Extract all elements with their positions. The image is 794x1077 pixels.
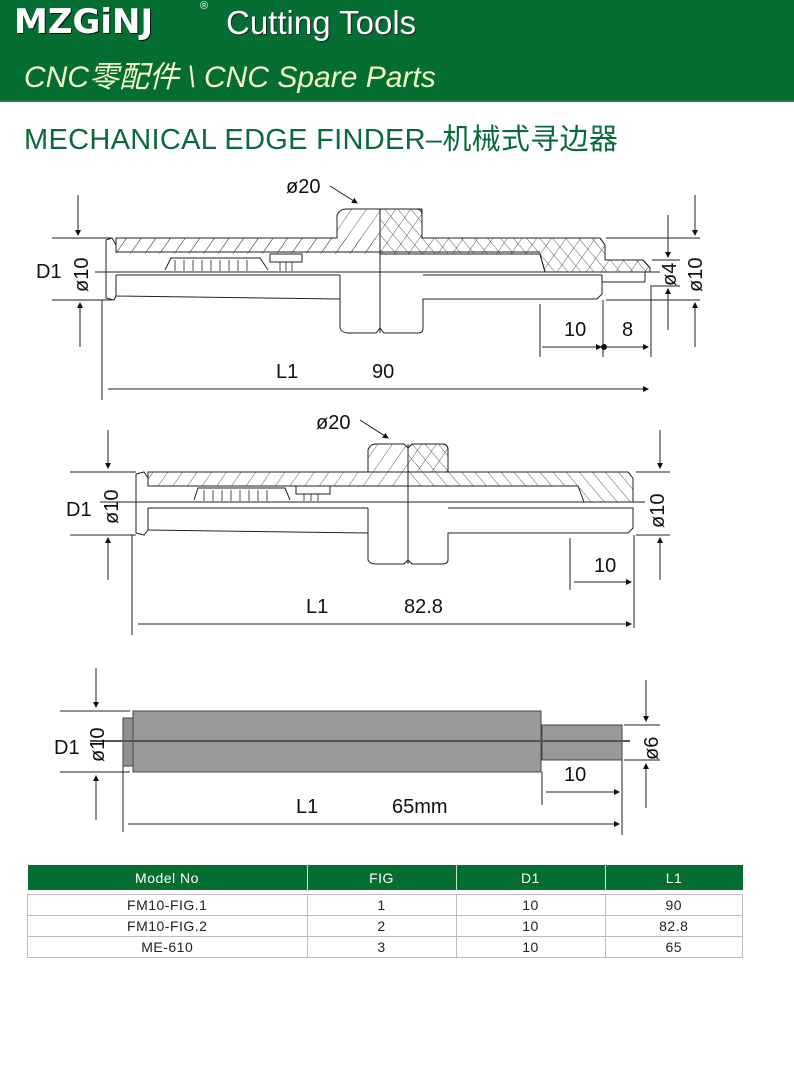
fig2-l1-label: L1 (306, 596, 328, 618)
cell-d1: 10 (455, 936, 606, 958)
fig2-l1-value: 82.8 (404, 596, 443, 618)
fig1-d1-label: D1 (36, 261, 62, 283)
figure-2-drawing: ø20 D1 ø10 ø10 10 L1 82.8 (66, 412, 670, 635)
fig2-dim-a: 10 (594, 555, 616, 577)
fig3-d1-label: D1 (54, 737, 80, 759)
fig1-head-diameter: ø20 (286, 176, 320, 198)
fig1-l1-value: 90 (372, 361, 394, 383)
fig2-head-diameter: ø20 (316, 412, 350, 434)
fig1-tip-outer-diameter: ø10 (685, 258, 707, 292)
cell-d1: 10 (455, 915, 606, 937)
figure-3-drawing: D1 ø10 ø6 10 L1 65mm (54, 668, 663, 835)
figure-1-drawing: ø20 D1 ø10 ø4 ø10 10 8 L1 90 (36, 176, 707, 400)
spec-table: Model No FIG D1 L1 FM10-FIG.1 1 10 90 FM… (27, 865, 743, 958)
brand-subtitle: CNC零配件 \ CNC Spare Parts (24, 61, 436, 94)
table-row: FM10-FIG.2 2 10 82.8 (27, 915, 743, 937)
fig2-tip-diameter: ø10 (647, 494, 669, 528)
cell-l1: 82.8 (604, 915, 743, 937)
col-model-no: Model No (27, 865, 308, 890)
cell-model: FM10-FIG.1 (27, 894, 308, 916)
fig3-d1-value: ø10 (87, 728, 109, 762)
registered-mark: ® (200, 0, 209, 12)
fig1-l1-label: L1 (276, 361, 298, 383)
fig3-l1-value: 65mm (392, 796, 448, 818)
cell-model: ME-610 (27, 936, 308, 958)
cell-l1: 65 (604, 936, 743, 958)
fig2-d1-value: ø10 (101, 490, 123, 524)
col-d1: D1 (456, 865, 606, 890)
table-row: ME-610 3 10 65 (27, 936, 743, 958)
brand-tagline: Cutting Tools (226, 4, 417, 41)
col-l1: L1 (605, 865, 743, 890)
brand-logo: MZGiNJ (14, 2, 154, 42)
cell-fig: 2 (306, 915, 457, 937)
page-title: MECHANICAL EDGE FINDER–机械式寻边器 (24, 124, 619, 156)
brand-header: MZGiNJ ® Cutting Tools CNC零配件 \ CNC Spar… (0, 0, 794, 102)
fig3-tip-diameter: ø6 (641, 737, 663, 760)
cell-l1: 90 (604, 894, 743, 916)
fig1-tip-diameter: ø4 (659, 263, 681, 286)
cell-fig: 1 (306, 894, 457, 916)
fig1-d1-value: ø10 (71, 258, 93, 292)
fig3-dim-a: 10 (564, 764, 586, 786)
cell-fig: 3 (306, 936, 457, 958)
table-row: FM10-FIG.1 1 10 90 (27, 894, 743, 916)
cell-model: FM10-FIG.2 (27, 915, 308, 937)
fig2-d1-label: D1 (66, 499, 92, 521)
fig1-dim-b: 8 (622, 319, 633, 341)
table-header-row: Model No FIG D1 L1 (27, 865, 743, 890)
fig3-l1-label: L1 (296, 796, 318, 818)
cell-d1: 10 (455, 894, 606, 916)
col-fig: FIG (307, 865, 457, 890)
fig1-dim-a: 10 (564, 319, 586, 341)
